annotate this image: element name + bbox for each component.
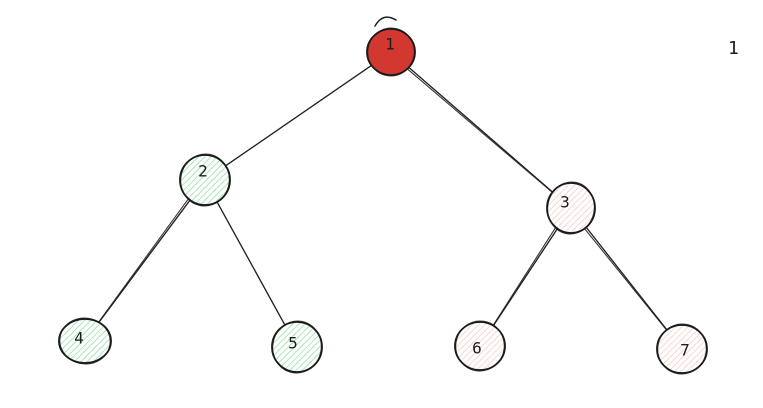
node-label-6: 6 — [472, 339, 482, 358]
tree-node-2: 2 — [179, 153, 231, 207]
tree-edge-3-7 — [583, 226, 668, 331]
tree-edge-1-2 — [224, 64, 373, 167]
tree-node-7: 7 — [656, 323, 708, 375]
sketch-artifact — [374, 16, 397, 27]
tree-node-6: 6 — [454, 320, 506, 372]
tree-node-4: 4 — [58, 317, 112, 365]
node-label-3: 3 — [560, 193, 570, 212]
tree-edge-2-4 — [98, 198, 191, 323]
node-label-4: 4 — [74, 329, 84, 348]
output-value: 1 — [728, 38, 739, 59]
tree-edge-3-6 — [492, 226, 559, 327]
node-label-2: 2 — [198, 162, 208, 181]
node-label-1: 1 — [385, 35, 395, 54]
tree-node-1: 1 — [366, 27, 416, 77]
tree-node-3: 3 — [546, 181, 596, 235]
node-label-5: 5 — [288, 334, 298, 353]
tree-node-5: 5 — [271, 320, 323, 374]
node-label-7: 7 — [680, 341, 690, 360]
tree-edge-1-3 — [406, 66, 554, 193]
tree-edge-2-5 — [216, 201, 286, 326]
